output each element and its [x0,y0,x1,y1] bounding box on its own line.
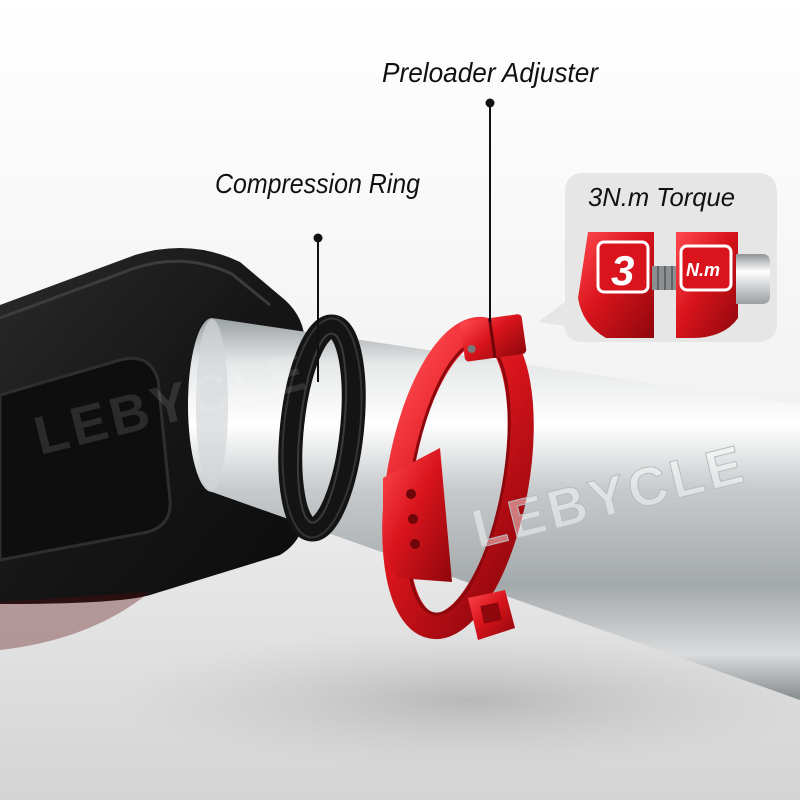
clamp-hole [408,514,418,524]
preloader-clamp [382,314,534,640]
inset-title: 3N.m Torque [588,182,735,212]
inset-bolt [652,266,678,290]
clamp-hole [410,539,420,549]
callout-preloader-adjuster: Preloader Adjuster [382,57,600,322]
clamp-top-block [460,314,527,362]
callout-compression-ring: Compression Ring [215,168,420,382]
inset-left-badge [596,240,650,294]
clamp-side-tab [383,448,452,582]
clamp-hole [406,489,416,499]
compression-ring-label: Compression Ring [215,168,420,199]
inset-right-mark: N.m [686,260,720,280]
floor-shadow [110,630,800,770]
fork-tube [188,318,800,700]
inset-right-badge [679,244,733,292]
inset-silver-rod [736,254,770,304]
torque-inset: 3N.m Torque 3 N.m [538,173,777,342]
inset-left-mark: 3 [611,247,634,294]
preloader-adjuster-label: Preloader Adjuster [382,57,600,88]
compression-ring [278,314,366,542]
